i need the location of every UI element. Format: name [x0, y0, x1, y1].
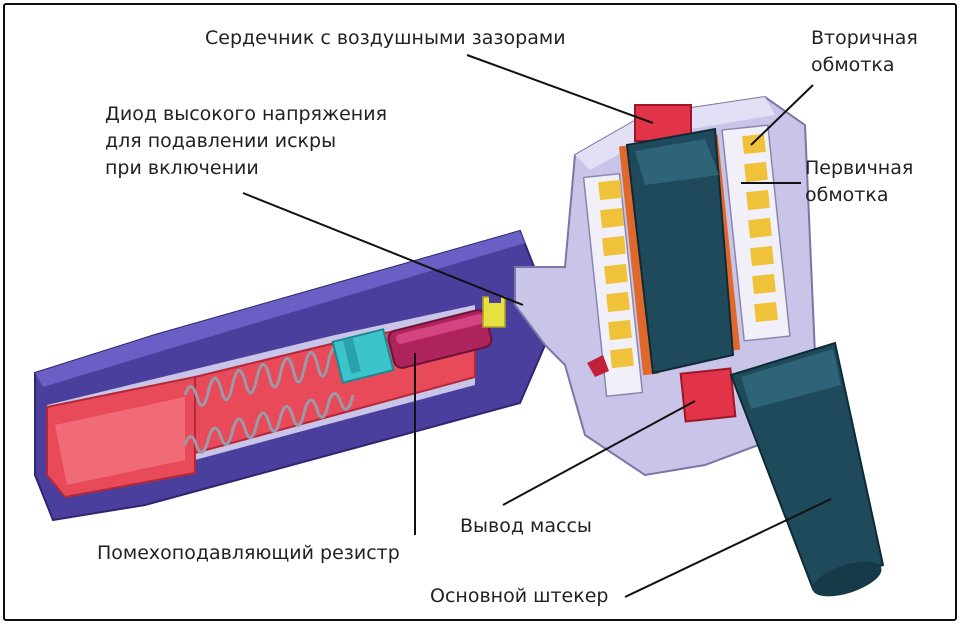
leader-secondary — [750, 84, 814, 146]
label-primary-winding: Первичная обмотка — [805, 157, 914, 206]
label-ground-terminal: Вывод массы — [460, 515, 592, 537]
label-suppression-resistor: Помехоподавляющий резистр — [97, 542, 400, 564]
ignition-coil-drawing — [34, 54, 885, 598]
label-hv-diode: Диод высокого напряжения для подавлении … — [105, 103, 387, 179]
label-main-connector: Основной штекер — [430, 585, 609, 607]
coil-boot — [34, 229, 546, 522]
leader-connector — [624, 498, 832, 598]
leader-diode — [242, 192, 524, 306]
secondary-winding-left — [582, 172, 644, 398]
leader-ground — [502, 400, 696, 506]
diagram-frame: Сердечник с воздушными зазорами Вторична… — [3, 3, 957, 621]
leader-core — [466, 54, 654, 124]
spring — [183, 346, 355, 454]
label-secondary-winding: Вторичная обмотка — [811, 27, 918, 76]
iron-core — [625, 127, 735, 375]
main-connector — [729, 341, 885, 597]
label-core-gaps: Сердечник с воздушными зазорами — [205, 27, 566, 49]
contact-cap — [331, 328, 395, 384]
ground-pin — [587, 355, 609, 377]
ground-terminal-block — [679, 367, 737, 423]
secondary-winding-right — [721, 124, 791, 342]
